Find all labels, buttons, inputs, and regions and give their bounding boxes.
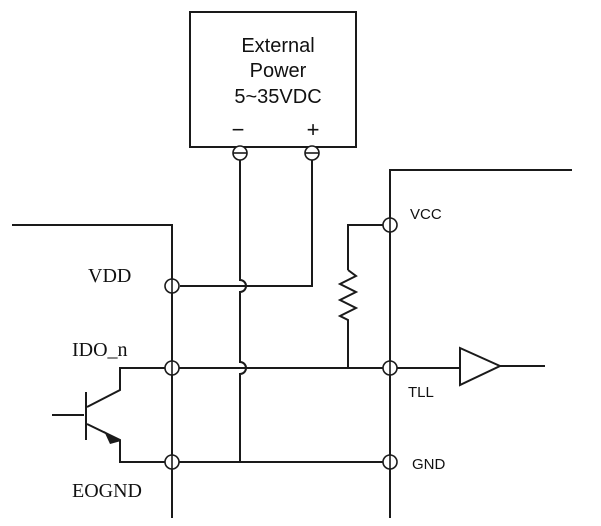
gnd-label: GND [412, 456, 446, 473]
pullup-top-wire [347, 224, 390, 270]
power-plus-sign: + [307, 117, 320, 142]
power-title-line2: Power [250, 60, 307, 82]
power-plus-terminal [304, 145, 320, 161]
power-minus-sign: − [232, 117, 245, 142]
power-voltage-range: 5~35VDC [234, 86, 321, 108]
left-module-outline [12, 224, 173, 518]
transistor-emitter [86, 423, 172, 463]
eognd-terminal [164, 454, 180, 470]
buffer-triangle-icon [459, 346, 503, 387]
power-plus-wire [180, 160, 313, 287]
power-title-line1: External [241, 35, 314, 57]
transistor-collector [86, 367, 172, 408]
emitter-arrow-icon [104, 431, 121, 444]
vcc-label: VCC [410, 206, 442, 223]
ido-label: IDO_n [72, 339, 128, 361]
ido-terminal [164, 360, 180, 376]
power-minus-wire [239, 160, 247, 462]
vdd-label: VDD [88, 265, 131, 287]
vcc-terminal [382, 217, 398, 233]
right-module-outline [389, 169, 572, 518]
vdd-terminal [164, 278, 180, 294]
external-power-box [189, 11, 357, 148]
tll-terminal [382, 360, 398, 376]
gnd-terminal [382, 454, 398, 470]
power-minus-terminal [232, 145, 248, 161]
pullup-resistor [337, 269, 359, 368]
eognd-label: EOGND [72, 480, 142, 502]
tll-label: TLL [408, 384, 434, 401]
